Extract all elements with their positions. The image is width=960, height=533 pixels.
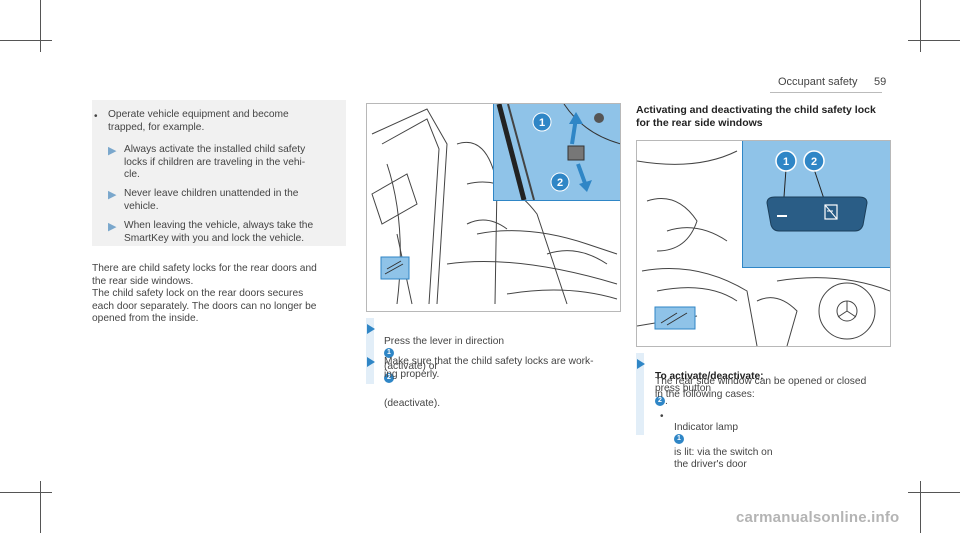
bullet-text: is lit: via the switch on the driver's d… (674, 446, 773, 471)
step-text: press button (655, 383, 712, 394)
section-title: Activating and deactivating the child sa… (636, 104, 876, 129)
header-rule (770, 92, 882, 93)
inset-panel: 1 2 (493, 104, 620, 201)
step-1-text: (activate) or (384, 360, 438, 372)
callout-1: 1 (783, 156, 789, 168)
step-1: Press the lever in direction 1 (activate… (384, 323, 504, 411)
callout-1: 1 (539, 117, 545, 129)
section-header: Occupant safety (778, 76, 858, 88)
crop-mark (0, 492, 52, 493)
crop-mark (908, 40, 960, 41)
warning-text: Never leave children unattended in the v… (124, 188, 299, 212)
warning-text: Operate vehicle equipment and become tra… (108, 109, 289, 133)
warning-text: When leaving the vehicle, always take th… (124, 220, 314, 244)
warning-text: Always activate the installed child safe… (124, 144, 306, 180)
bullet-text: Indicator lamp (674, 421, 738, 433)
right-para: The rear side window can be opened or cl… (655, 376, 867, 400)
lever-drawing: 1 2 (496, 104, 620, 201)
callout-2: 2 (557, 177, 563, 189)
watermark-logo: carmanualsonline.info (736, 509, 900, 526)
button-drawing: 1 2 (766, 150, 868, 232)
callout-1-inline: 1 (674, 434, 684, 445)
crop-mark (40, 481, 41, 533)
crop-mark (920, 0, 921, 52)
arrow-icon: ▶ (108, 145, 117, 157)
callout-2-inline: 2 (384, 373, 394, 384)
step-bar (366, 318, 374, 384)
page-number: 59 (874, 76, 887, 88)
step-arrow-icon (367, 357, 375, 367)
interior-drawing (637, 150, 890, 346)
right-bullet-text: Indicator lamp 1 is lit: via the switch … (674, 409, 773, 472)
step-arrow-icon (637, 359, 645, 369)
window-switch-illustration: 1 2 (636, 140, 891, 347)
step-bar (636, 353, 644, 435)
crop-mark (0, 40, 52, 41)
callout-1-inline: 1 (384, 348, 394, 359)
intro-text: There are child safety locks for the rea… (92, 263, 317, 324)
step-2: Make sure that the child safety locks ar… (384, 356, 594, 380)
arrow-icon: ▶ (108, 221, 117, 233)
crop-mark (920, 481, 921, 533)
step-1-text: (deactivate). (384, 398, 441, 409)
warning-box (92, 100, 346, 246)
callout-2: 2 (811, 156, 817, 168)
arrow-icon: ▶ (108, 189, 117, 201)
crop-mark (40, 0, 41, 52)
inset-panel: 1 2 (742, 141, 890, 268)
step-text: . (665, 395, 668, 407)
door-illustration: 1 2 (366, 103, 621, 312)
step-arrow-icon (367, 324, 375, 334)
callout-2-inline: 2 (655, 395, 665, 406)
step-label: To activate/deactivate: (655, 370, 764, 382)
crop-mark (908, 492, 960, 493)
step-1-text: Press the lever in direction (384, 335, 505, 347)
right-step: To activate/deactivate: press button 2. (655, 358, 764, 408)
